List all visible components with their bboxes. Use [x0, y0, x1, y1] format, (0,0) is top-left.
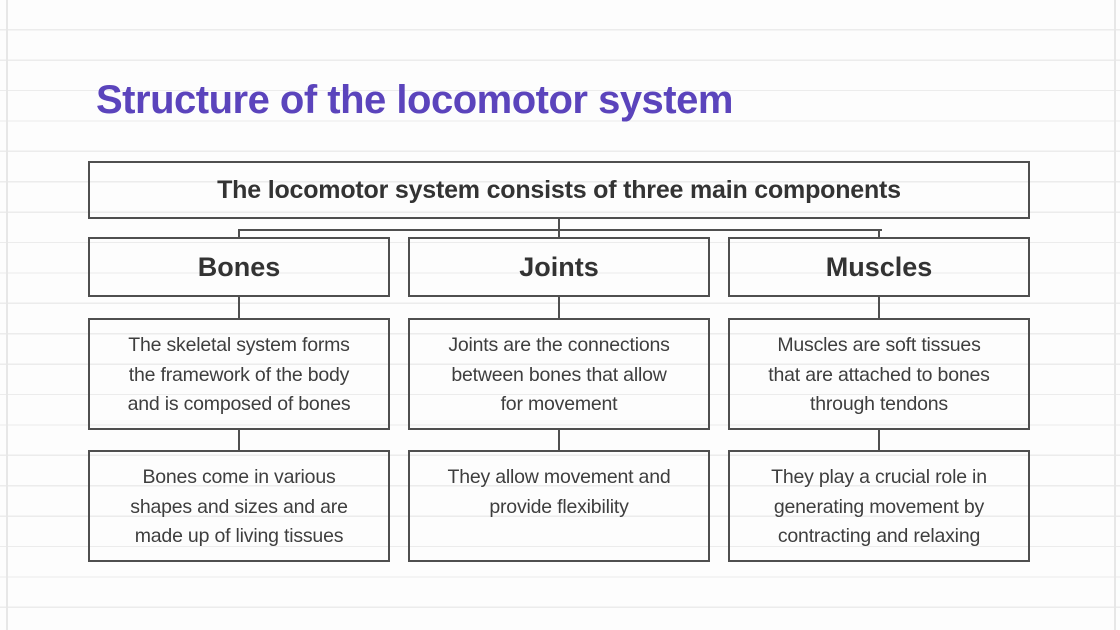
page-edge-right	[1114, 0, 1116, 630]
header-label-muscles: Muscles	[825, 251, 933, 282]
desc-box-bones-2: Bones come in various shapes and sizes a…	[88, 450, 390, 562]
slide-title: Structure of the locomotor system	[96, 78, 733, 122]
desc-box-muscles-2: They play a crucial role in generating m…	[728, 450, 1030, 562]
connector-spread-bar	[238, 229, 882, 231]
connector-bones-desc1	[238, 297, 240, 318]
connector-joints-desc2	[558, 430, 560, 450]
connector-root-drop	[558, 219, 560, 229]
connector-bones-desc2	[238, 430, 240, 450]
root-box: The locomotor system consists of three m…	[88, 161, 1030, 219]
header-box-muscles: Muscles	[728, 237, 1030, 297]
connector-muscles-desc2	[878, 430, 880, 450]
header-label-joints: Joints	[519, 251, 599, 282]
header-box-bones: Bones	[88, 237, 390, 297]
desc-box-joints-1: Joints are the connections between bones…	[408, 318, 710, 430]
connector-stub-joints	[558, 229, 560, 237]
connector-stub-muscles	[878, 229, 880, 237]
connector-stub-bones	[238, 229, 240, 237]
desc-box-joints-2: They allow movement and provide flexibil…	[408, 450, 710, 562]
page-edge-left	[6, 0, 8, 630]
header-box-joints: Joints	[408, 237, 710, 297]
desc-box-bones-1: The skeletal system forms the framework …	[88, 318, 390, 430]
desc-box-muscles-1: Muscles are soft tissues that are attach…	[728, 318, 1030, 430]
root-box-label: The locomotor system consists of three m…	[217, 175, 901, 204]
connector-muscles-desc1	[878, 297, 880, 318]
header-label-bones: Bones	[197, 251, 281, 282]
connector-joints-desc1	[558, 297, 560, 318]
